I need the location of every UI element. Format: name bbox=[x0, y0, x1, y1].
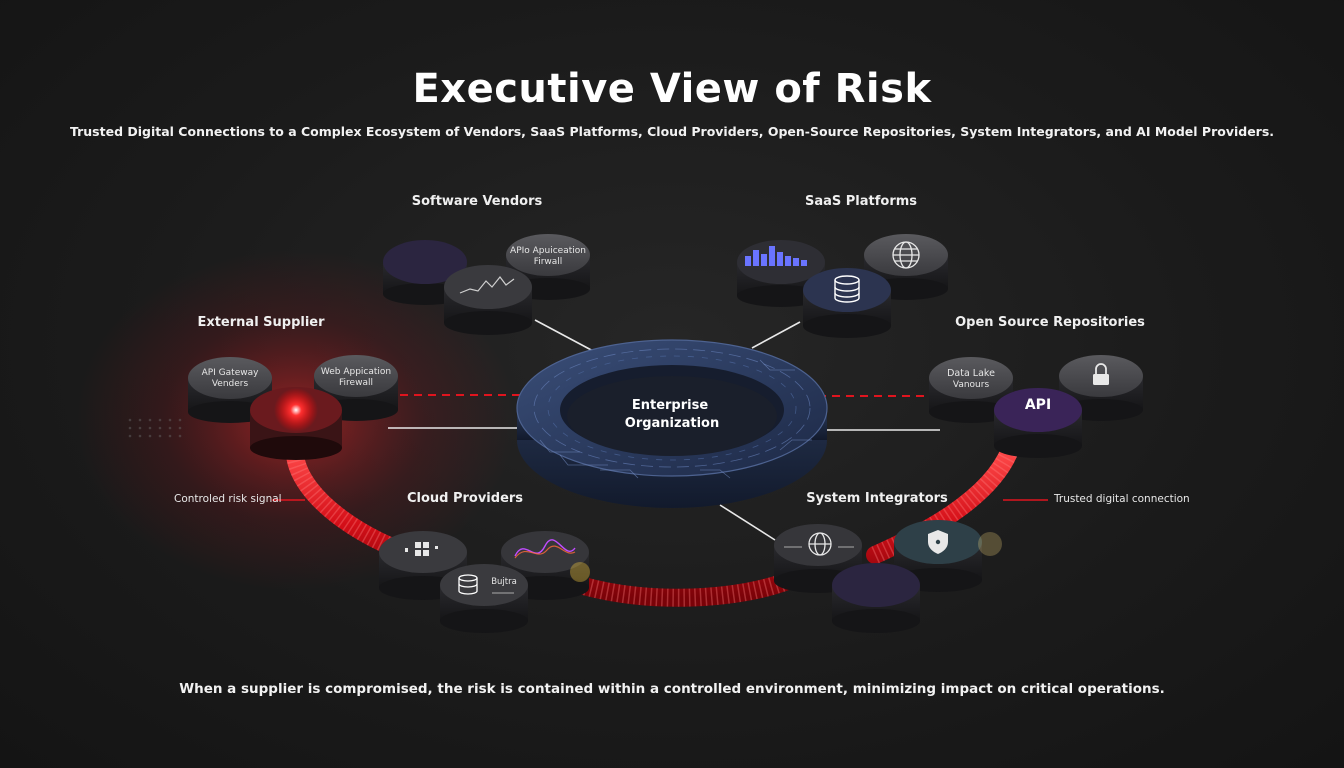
disk-cp-database: Bujtra bbox=[440, 564, 528, 633]
annotation-trusted-connection: Trusted digital connection bbox=[1054, 493, 1190, 505]
annotation-controlled-risk: Controled risk signal bbox=[174, 493, 282, 505]
halftone-pattern bbox=[128, 418, 182, 438]
disk-label-os-datalake-2: Vanours bbox=[953, 380, 990, 390]
database-icon bbox=[458, 574, 478, 595]
page-subtitle: Trusted Digital Connections to a Complex… bbox=[69, 124, 1275, 139]
globe-icon bbox=[808, 532, 832, 556]
disk-os-api: API bbox=[994, 388, 1082, 458]
software-vendors-cluster: APIo Apuiceation Firwall bbox=[383, 234, 590, 335]
database-icon bbox=[834, 275, 860, 303]
disk-label-sv-firewall-1: APIo Apuiceation bbox=[510, 246, 586, 256]
cloud-providers-cluster: Bujtra bbox=[379, 531, 589, 633]
enterprise-ring bbox=[516, 339, 828, 508]
grid-icon bbox=[405, 542, 438, 556]
page-title: Executive View of Risk bbox=[412, 66, 932, 112]
footer-note: When a supplier is compromised, the risk… bbox=[179, 681, 1165, 697]
risk-tube-ribs bbox=[286, 446, 1019, 607]
disk-os-lock bbox=[1059, 355, 1143, 421]
system-integrators-cluster bbox=[774, 520, 982, 633]
disk-label-sv-firewall-2: Firwall bbox=[534, 257, 563, 267]
saas-platforms-cluster bbox=[737, 234, 948, 338]
signal-wave-icon bbox=[514, 539, 576, 557]
disk-label-os-api: API bbox=[1025, 397, 1051, 413]
disk-sv-firewall: APIo Apuiceation Firwall bbox=[506, 234, 590, 300]
disk-sv-waveform bbox=[383, 240, 467, 305]
disk-label-es-webapp-2: Firewall bbox=[339, 378, 373, 388]
external-supplier-cluster: API Gateway Venders Web Appication Firew… bbox=[188, 355, 398, 460]
group-label-saas-platforms: SaaS Platforms bbox=[804, 194, 918, 209]
tube-glow-left bbox=[570, 562, 590, 582]
disk-os-datalake: Data Lake Vanours bbox=[929, 357, 1013, 423]
bar-chart-icon bbox=[745, 246, 807, 266]
waveform-icon bbox=[392, 244, 454, 266]
disk-label-os-datalake-1: Data Lake bbox=[947, 368, 995, 379]
group-label-open-source: Open Source Repositories bbox=[955, 315, 1145, 330]
line-chart-icon bbox=[459, 276, 515, 294]
group-label-external-supplier: External Supplier bbox=[197, 315, 325, 330]
disk-saas-database bbox=[803, 268, 891, 338]
group-label-system-integrators: System Integrators bbox=[806, 491, 948, 506]
lock-icon bbox=[1093, 363, 1109, 385]
group-label-software-vendors: Software Vendors bbox=[411, 194, 543, 209]
group-label-cloud-providers: Cloud Providers bbox=[406, 491, 524, 506]
disk-label-es-webapp-1: Web Appication bbox=[321, 367, 391, 377]
disk-sv-chart bbox=[444, 265, 532, 335]
disk-label-es-gateway-1: API Gateway bbox=[202, 368, 260, 378]
disk-label-cp: Bujtra bbox=[491, 577, 517, 587]
disk-es-compromised bbox=[250, 387, 342, 460]
center-label-line1: Enterprise bbox=[632, 398, 708, 413]
globe-icon bbox=[892, 241, 920, 269]
disk-label-es-gateway-2: Venders bbox=[212, 379, 249, 389]
tube-glow-right bbox=[978, 532, 1002, 556]
center-label-line2: Organization bbox=[625, 416, 719, 431]
alert-signal-icon bbox=[274, 388, 318, 432]
waveform-icon bbox=[850, 571, 902, 591]
disk-si-wave bbox=[832, 563, 920, 633]
connector-lines bbox=[388, 319, 940, 541]
open-source-cluster: Data Lake Vanours API bbox=[929, 355, 1143, 458]
dashed-risk-lines bbox=[400, 394, 940, 397]
